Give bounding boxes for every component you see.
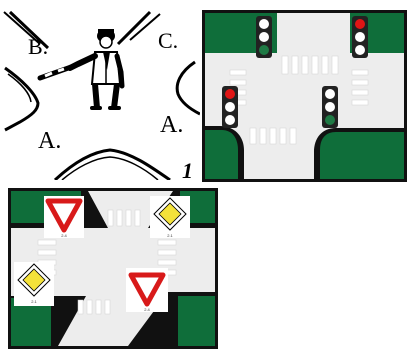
green-area-bottom-right <box>320 132 404 179</box>
priority-signs-intersection-illustration: 2.4 2.1 2.1 2.4 <box>8 188 218 349</box>
crosswalks <box>229 55 369 145</box>
curb-lines <box>4 10 201 182</box>
give-way-sign-bottom: 2.4 <box>126 268 168 312</box>
give-way-sign-top: 2.4 <box>44 196 84 238</box>
traffic-officer-figure <box>37 29 125 110</box>
road-edge-strokes <box>3 11 161 45</box>
traffic-light-top-left <box>256 16 272 58</box>
corner-label-a-right: A. <box>160 112 183 138</box>
corner-label-a-left: A. <box>38 128 61 154</box>
corner-label-b: B. <box>28 34 48 59</box>
sign-code: 2.4 <box>144 307 150 312</box>
sign-code: 2.1 <box>167 233 173 238</box>
traffic-lights-intersection-illustration <box>202 10 407 182</box>
traffic-lights-panel <box>202 10 407 182</box>
main-road-sign-bottom: 2.1 <box>14 262 54 306</box>
priority-signs-panel: 2.4 2.1 2.1 2.4 <box>8 188 218 349</box>
green-area-bottom-left <box>205 130 238 179</box>
corner-label-c: C. <box>158 28 178 53</box>
sign-code: 2.1 <box>31 299 37 304</box>
officer-intersection-illustration: B. C. A. A. 1 <box>3 10 201 183</box>
traffic-light-top-right <box>352 16 368 58</box>
traffic-light-bottom-left <box>222 86 238 128</box>
green-area-bottom-right <box>178 296 215 346</box>
sign-code: 2.4 <box>61 233 67 238</box>
traffic-light-bottom-right <box>322 86 338 128</box>
index-number: 1 <box>182 158 193 180</box>
main-road-sign-top: 2.1 <box>150 196 190 238</box>
traffic-officer-panel: B. C. A. A. 1 <box>0 0 201 183</box>
